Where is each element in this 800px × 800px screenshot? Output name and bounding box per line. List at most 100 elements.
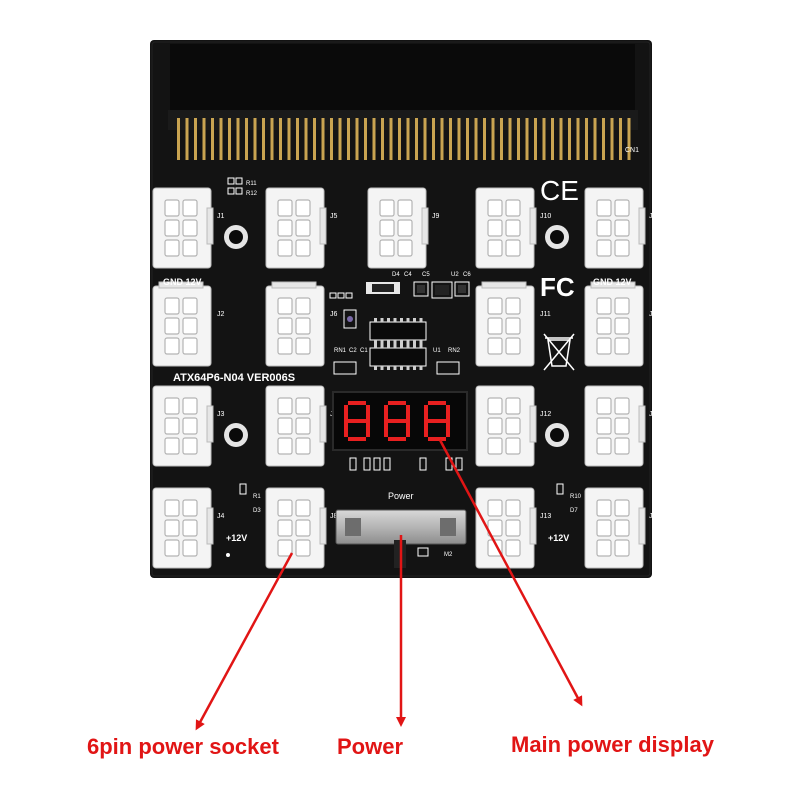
display-segment xyxy=(348,401,366,405)
ic-pin xyxy=(380,318,384,322)
ic-pin xyxy=(393,340,397,344)
gold-pin xyxy=(568,118,571,160)
ic-pin xyxy=(400,340,403,344)
ic-pin xyxy=(374,366,377,370)
six-pin-connector[interactable]: J5 xyxy=(265,187,338,269)
gold-pin xyxy=(525,118,529,160)
ic-pin xyxy=(380,366,384,370)
six-pin-connector[interactable]: J7 xyxy=(265,385,338,467)
gold-pin xyxy=(253,118,257,160)
six-pin-connector[interactable]: J6 xyxy=(265,281,338,367)
gold-pin xyxy=(296,118,299,160)
gold-pin xyxy=(585,118,588,160)
ic-pin xyxy=(400,366,403,370)
connector-label: J16 xyxy=(649,411,660,418)
c1-label: C1 xyxy=(360,348,368,354)
connector-label: J1 xyxy=(217,213,225,220)
callout-arrows xyxy=(195,439,583,731)
gold-pin xyxy=(474,118,478,160)
ic-pin xyxy=(419,340,423,344)
connector-label: J17 xyxy=(649,513,660,520)
six-pin-connector[interactable]: J12 xyxy=(475,385,551,467)
six-pin-connector[interactable]: J11 xyxy=(475,281,551,367)
six-pin-connector[interactable]: J13 xyxy=(475,487,551,569)
six-pin-connector[interactable]: J2 xyxy=(152,281,225,367)
connector-label: J3 xyxy=(217,411,225,418)
connector-label: J11 xyxy=(540,311,551,318)
six-pin-connector[interactable]: J8 xyxy=(265,487,338,569)
ic-pin xyxy=(413,366,416,370)
led-indicators xyxy=(239,483,564,495)
ic-pin xyxy=(374,344,377,348)
r12-label: R12 xyxy=(246,191,258,197)
ic-pin xyxy=(374,340,377,344)
gold-pin xyxy=(466,118,469,160)
fc-mark: FC xyxy=(540,272,575,302)
weee-bin-icon xyxy=(543,333,575,371)
display-segment xyxy=(388,419,406,423)
gold-pin xyxy=(270,118,274,160)
six-pin-connector[interactable]: J3 xyxy=(152,385,225,467)
main-power-display xyxy=(332,391,468,451)
gold-pin xyxy=(449,118,452,160)
ic-pin xyxy=(387,344,390,348)
mounting-holes xyxy=(224,225,569,447)
six-pin-connector[interactable]: J14 xyxy=(584,187,660,269)
connector-label: J14 xyxy=(649,213,660,220)
center-circuitry: D4 C4 C5 U2 C6 RN1 C2 C1 U1 RN2 xyxy=(329,272,471,471)
ic-pin xyxy=(393,366,397,370)
six-pin-connector[interactable]: J15 xyxy=(584,281,660,367)
six-pin-connector[interactable]: J4 xyxy=(152,487,225,569)
c5-label: C5 xyxy=(422,272,430,278)
ic-pin xyxy=(387,318,390,322)
display-segment xyxy=(428,437,446,441)
gold-pin xyxy=(551,118,554,160)
plus12v-left: +12V xyxy=(226,533,247,543)
gold-pin xyxy=(245,118,248,160)
rn2-label: RN2 xyxy=(448,348,461,354)
display-segment xyxy=(424,405,428,421)
ic-pins xyxy=(374,318,423,370)
six-pin-connector[interactable]: J9 xyxy=(367,187,440,269)
connector-label: J5 xyxy=(330,213,338,220)
gold-pin xyxy=(381,118,384,160)
ic-pin xyxy=(419,366,423,370)
display-segment xyxy=(366,405,370,421)
display-segment xyxy=(446,421,450,437)
gold-pin xyxy=(313,118,316,160)
gold-pin xyxy=(602,118,605,160)
ic-pin xyxy=(406,366,410,370)
gold-pin xyxy=(619,118,622,160)
gold-pin xyxy=(415,118,418,160)
gold-pin xyxy=(236,118,240,160)
six-pin-connector[interactable]: J1 xyxy=(152,187,225,269)
gold-pin xyxy=(517,118,520,160)
ic-pin xyxy=(413,318,416,322)
ic-pin xyxy=(393,344,397,348)
gold-pin xyxy=(406,118,410,160)
gold-pin xyxy=(211,118,214,160)
connector-label: J9 xyxy=(432,213,440,220)
six-pin-connector[interactable]: J16 xyxy=(584,385,660,467)
display-segment xyxy=(384,405,388,421)
display-segment xyxy=(384,421,388,437)
six-pin-connector[interactable]: J10 xyxy=(475,187,551,269)
gold-pin xyxy=(185,118,189,160)
cn1-label: CN1 xyxy=(625,147,639,154)
callout-6pin-power-socket: 6pin power socket xyxy=(87,734,279,759)
gold-pin xyxy=(398,118,401,160)
six-pin-connector[interactable]: J17 xyxy=(584,487,660,569)
plus12v-right: +12V xyxy=(548,533,569,543)
connector-label: J4 xyxy=(217,513,225,520)
ic-pin xyxy=(406,344,410,348)
display-segment xyxy=(344,421,348,437)
gold-pin xyxy=(364,118,367,160)
r11-r12-pads: R11 R12 xyxy=(227,177,258,197)
ic-pin xyxy=(380,340,384,344)
connector-label: J8 xyxy=(330,513,338,520)
gold-pin xyxy=(202,118,206,160)
c6-label: C6 xyxy=(463,272,471,278)
ic-pin xyxy=(400,318,403,322)
ic-pin xyxy=(393,318,397,322)
